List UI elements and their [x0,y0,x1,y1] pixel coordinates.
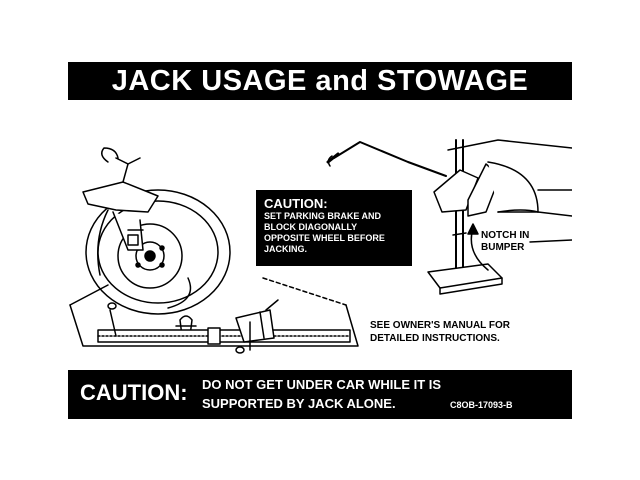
notch-label-line: BUMPER [481,242,525,253]
manual-note-line: DETAILED INSTRUCTIONS. [370,333,500,344]
jack-in-use-drawing [326,139,572,295]
caution-box-heading: CAUTION: [264,196,328,211]
decal-title: JACK USAGE and STOWAGE [68,62,572,100]
trunk-floor-outline [69,304,359,347]
bottom-caution-bar: CAUTION: DO NOT GET UNDER CAR WHILE IT I… [68,370,572,419]
part-number: C8OB-17093-B [450,400,513,410]
jack-bar-drawing [97,299,351,354]
caution-box-line: BLOCK DIAGONALLY [264,222,358,232]
caution-box-line: SET PARKING BRAKE AND [264,211,382,221]
warning-line: SUPPORTED BY JACK ALONE. [202,396,396,411]
caution-box-line: JACKING. [264,244,308,254]
caution-box: CAUTION: SET PARKING BRAKE AND BLOCK DIA… [256,190,412,266]
caution-box-line: OPPOSITE WHEEL BEFORE [264,233,385,243]
notch-label-line: NOTCH IN [481,230,530,241]
bottom-warning-text: DO NOT GET UNDER CAR WHILE IT IS SUPPORT… [202,375,441,413]
notch-in-bumper-label: NOTCH IN BUMPER [481,230,529,254]
manual-note-line: SEE OWNER'S MANUAL FOR [370,320,510,331]
warning-line: DO NOT GET UNDER CAR WHILE IT IS [202,377,442,392]
jack-stowage-illustration [69,139,572,354]
jack-usage-decal: JACK USAGE and STOWAGE [68,62,572,419]
jack-saddle-drawing [82,147,159,251]
bottom-caution-label: CAUTION: [80,380,188,405]
owners-manual-note: SEE OWNER'S MANUAL FOR DETAILED INSTRUCT… [370,319,510,345]
